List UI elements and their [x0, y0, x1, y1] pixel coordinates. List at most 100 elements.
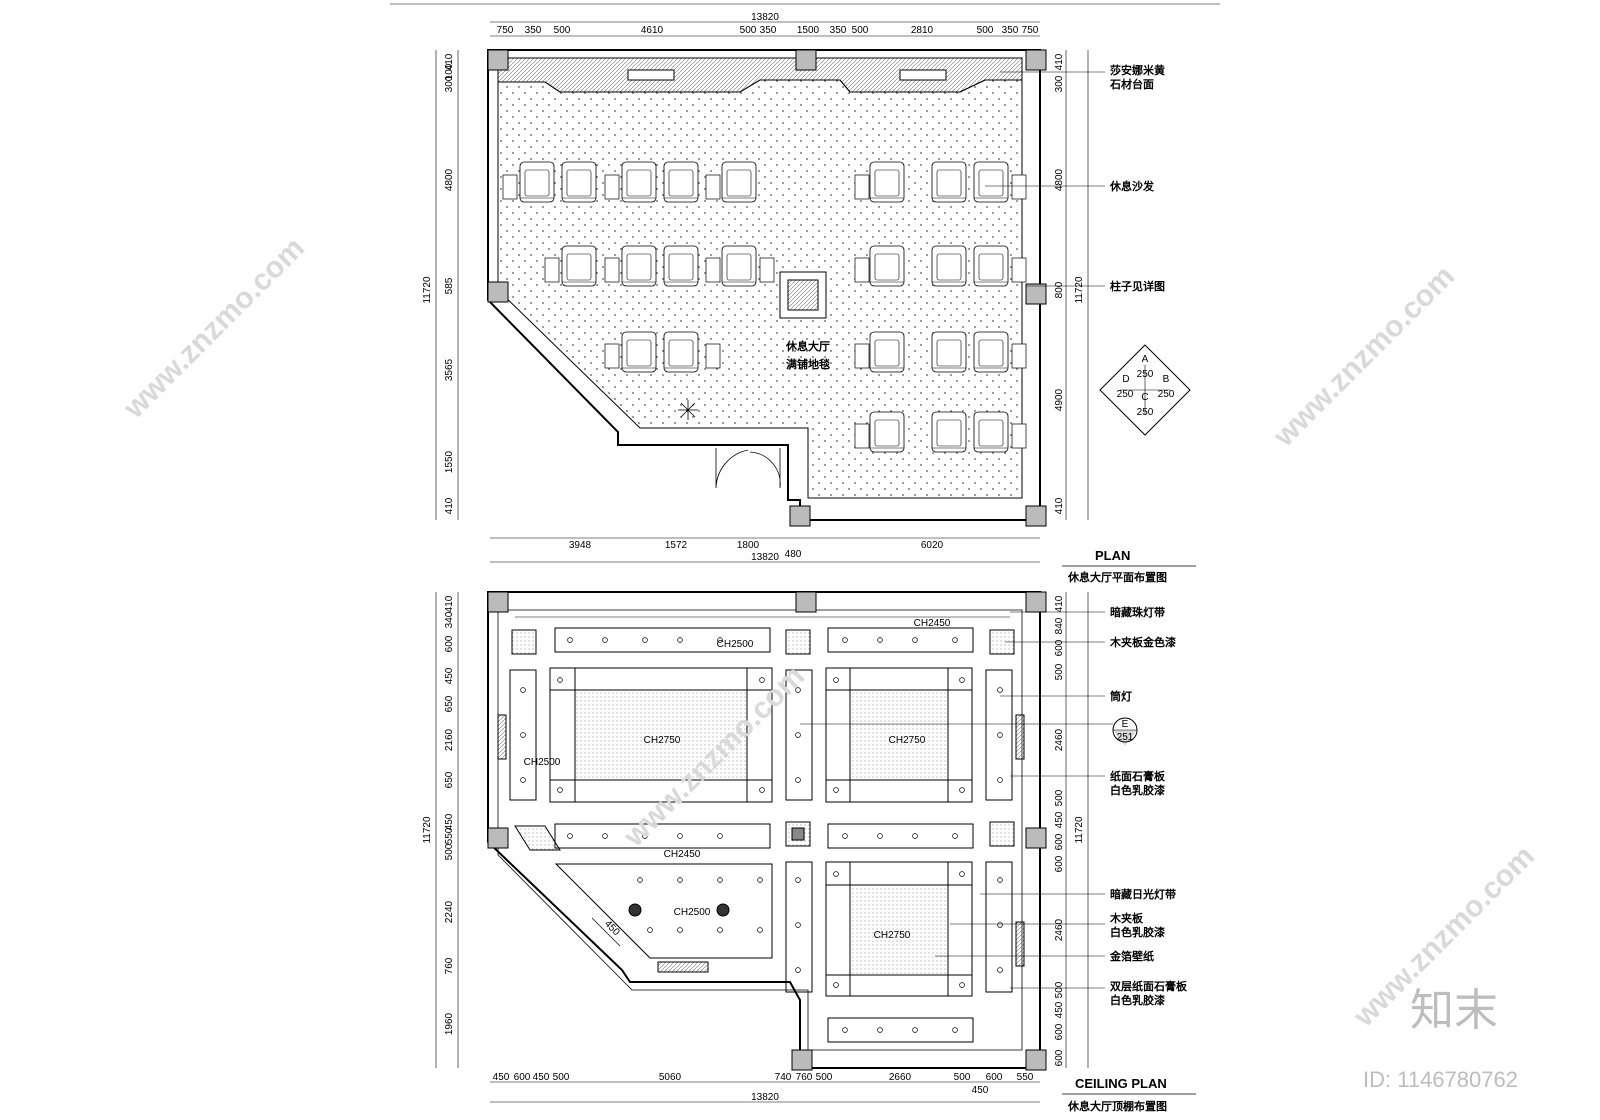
plan-bottom-extra: 480: [785, 549, 802, 560]
ceiling-strip: [785, 669, 813, 801]
downlight-icon: [833, 787, 839, 793]
downlight-icon: [959, 787, 965, 793]
downlight-icon: [520, 687, 526, 693]
ceiling-right-dim: 840: [1054, 617, 1065, 634]
plan-bottom-total: 13820: [751, 552, 779, 563]
column: [487, 281, 509, 303]
index-a: A: [1142, 354, 1149, 365]
plan-left-dim: 300: [444, 75, 455, 92]
side-table: [705, 257, 721, 283]
ceiling-left-total: 11720: [422, 816, 433, 844]
ceiling-left-dim: 450: [444, 667, 455, 684]
ceiling-right-dim: 2460: [1054, 728, 1065, 751]
plan-left-dim: 3565: [444, 358, 455, 381]
sofa-icon: [663, 161, 699, 203]
plan-bottom-dim: 6020: [921, 540, 944, 551]
dimension-lines: [390, 3, 1220, 1103]
callout-column: 柱子见详图: [1110, 279, 1165, 293]
downlight-icon: [795, 967, 801, 973]
sofa-icon: [869, 411, 905, 453]
plan-right-dim: 300: [1054, 75, 1065, 92]
downlight-icon: [959, 982, 965, 988]
downlight-icon: [833, 677, 839, 683]
downlight-icon: [795, 732, 801, 738]
downlight-icon: [877, 1027, 883, 1033]
ceiling-right-total: 11720: [1074, 816, 1085, 844]
plan-top-total: 13820: [751, 12, 779, 23]
plant-icon: [678, 400, 698, 420]
sofa-icon: [869, 331, 905, 373]
plan-left-dim: 585: [444, 277, 455, 294]
ceiling-right-dim: 450: [1054, 811, 1065, 828]
plan-bottom-dim: 1572: [665, 540, 688, 551]
downlight-icon: [997, 777, 1003, 783]
ceiling-left-dim: 650: [444, 771, 455, 788]
sofa-icon: [721, 161, 757, 203]
callout-double-gypsum: 双层纸面石膏板: [1110, 979, 1188, 993]
sofa-icon: [663, 245, 699, 287]
column: [1025, 1049, 1047, 1071]
plan-outer-wall: [487, 49, 1041, 521]
callout-fluorescent: 暗藏日光灯带: [1110, 887, 1176, 901]
plan-top-dim: 500: [554, 25, 571, 36]
plan-top-dim: 4610: [641, 25, 664, 36]
downlight-icon: [795, 922, 801, 928]
downlight-icon: [997, 922, 1003, 928]
ceiling-left-dim: 1960: [444, 1012, 455, 1035]
sofa-icon: [973, 331, 1009, 373]
ceiling-title-en: CEILING PLAN: [1075, 1076, 1167, 1091]
ceiling-bottom-dim: 740: [775, 1072, 792, 1083]
side-table: [759, 257, 775, 283]
index-sheet-left: 250: [1117, 389, 1134, 400]
plan-top-dim: 350: [1002, 25, 1019, 36]
sofa-icon: [561, 245, 597, 287]
index-sheet-right: 250: [1158, 389, 1175, 400]
downlight-icon: [795, 777, 801, 783]
downlight-icon: [959, 677, 965, 683]
ceiling-right-dim: 2460: [1054, 918, 1065, 941]
callout-double-gypsum-paint: 白色乳胶漆: [1110, 993, 1165, 1007]
elevation-index-symbol: A D B C 250 250 250 250: [1099, 344, 1191, 436]
plan-carpet-label: 满铺地毯: [786, 357, 830, 371]
diag-dim: 450: [602, 918, 622, 938]
column: [487, 827, 509, 849]
ceiling-right-dim: 600: [1054, 639, 1065, 656]
elev-sheet: 251: [1117, 732, 1134, 743]
plan-top-dim: 350: [525, 25, 542, 36]
column: [1025, 591, 1047, 613]
column: [1025, 49, 1047, 71]
lounge-sofas: [502, 161, 1027, 453]
watermark-site: www.znzmo.com: [1267, 259, 1461, 453]
ceiling-left-dim: 410: [444, 595, 455, 612]
downlight-icon: [677, 877, 683, 883]
height-label: CH2500: [674, 907, 711, 918]
watermark-id: ID: 1146780762: [1363, 1067, 1518, 1092]
side-table: [604, 343, 620, 369]
downlight-icon: [877, 833, 883, 839]
column: [487, 49, 509, 71]
sofa-icon: [621, 331, 657, 373]
plan-bottom-dim: 3948: [569, 540, 592, 551]
plan-top-dim: 750: [1022, 25, 1039, 36]
plan-top-dim: 350: [830, 25, 847, 36]
ceiling-right-dim: 600: [1054, 1023, 1065, 1040]
callout-led-strip: 暗藏珠灯带: [1110, 605, 1165, 619]
downlight-icon: [717, 927, 723, 933]
plan-title-en: PLAN: [1095, 548, 1130, 563]
ceiling-strip: [554, 627, 771, 653]
plan-top-dim: 750: [497, 25, 514, 36]
column: [1025, 283, 1047, 305]
side-table: [705, 174, 721, 200]
sofa-icon: [973, 411, 1009, 453]
downlight-icon: [642, 637, 648, 643]
ceiling-left-dim: 450: [444, 813, 455, 830]
ceiling-bottom-dim: 500: [816, 1072, 833, 1083]
downlight-icon: [647, 927, 653, 933]
downlight-icon: [602, 637, 608, 643]
downlight-icon: [842, 1027, 848, 1033]
ceiling-strip: [985, 861, 1013, 993]
downlight-icon: [677, 833, 683, 839]
callout-gold-foil: 金箔壁纸: [1109, 949, 1154, 963]
downlight-icon: [520, 732, 526, 738]
ceiling-right-dim: 600: [1054, 833, 1065, 850]
